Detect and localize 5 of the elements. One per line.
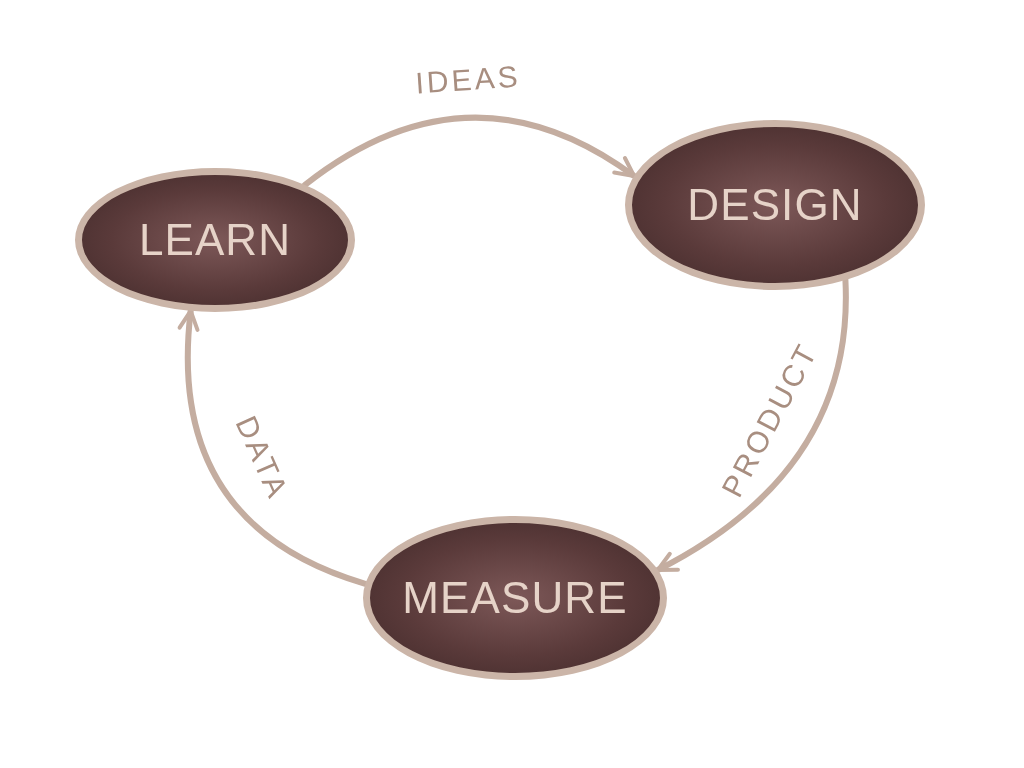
- node-label: MEASURE: [402, 576, 628, 620]
- edge-label: IDEAS: [414, 61, 522, 99]
- node-label: LEARN: [138, 218, 292, 262]
- node-label: DESIGN: [687, 183, 863, 227]
- edge-label: DATA: [230, 411, 294, 505]
